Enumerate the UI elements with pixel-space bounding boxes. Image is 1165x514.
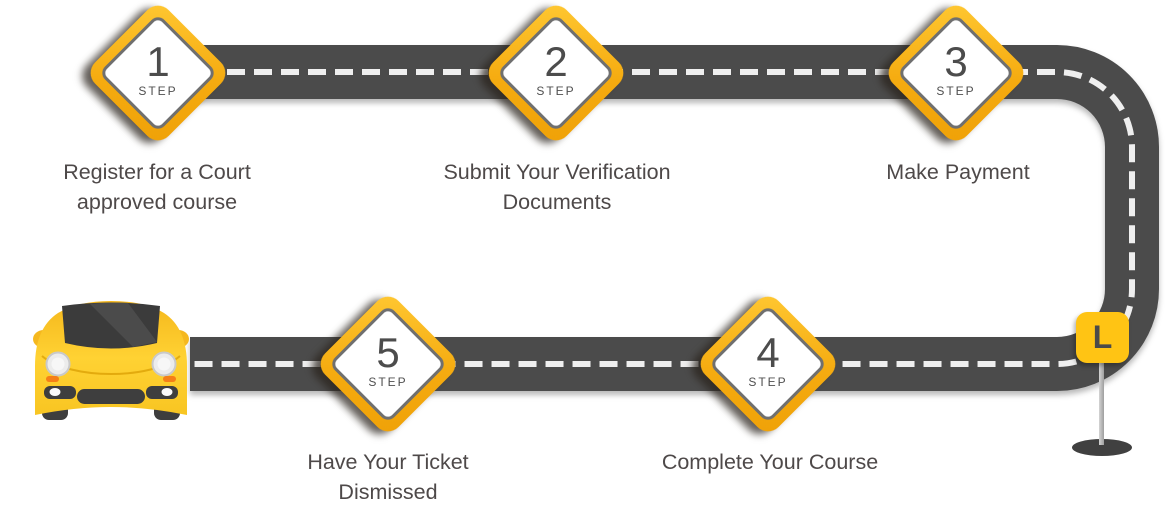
step-number: 3 <box>944 38 968 85</box>
pole-shadow <box>1072 439 1132 456</box>
step-label-3: Make Payment <box>788 157 1128 187</box>
step-word: STEP <box>138 84 178 98</box>
step-sign-5-text: 5 STEP <box>328 329 448 390</box>
step-label-line: Submit Your Verification <box>443 160 671 184</box>
step-label-line: Make Payment <box>886 160 1030 184</box>
step-label-5: Have Your Ticket Dismissed <box>218 447 558 507</box>
step-number: 5 <box>376 329 400 376</box>
l-plate-letter: L <box>1092 319 1113 355</box>
step-word: STEP <box>936 84 976 98</box>
step-number: 1 <box>146 38 170 85</box>
step-label-2: Submit Your Verification Documents <box>387 157 727 217</box>
step-label-4: Complete Your Course <box>600 447 940 477</box>
car-icon <box>33 301 189 420</box>
step-word: STEP <box>536 84 576 98</box>
step-label-line: approved course <box>76 190 238 214</box>
step-label-line: Dismissed <box>338 480 438 504</box>
step-sign-3-text: 3 STEP <box>896 38 1016 99</box>
sign-pole <box>1099 361 1104 445</box>
step-label-line: Complete Your Course <box>661 450 879 474</box>
step-label-1: Register for a Court approved course <box>0 157 327 217</box>
step-number: 2 <box>544 38 568 85</box>
step-label-line: Register for a Court <box>63 160 251 184</box>
step-label-line: Have Your Ticket <box>307 450 469 474</box>
step-label-line: Documents <box>502 190 612 214</box>
step-number: 4 <box>756 329 780 376</box>
step-sign-2-text: 2 STEP <box>496 38 616 99</box>
step-word: STEP <box>748 375 788 389</box>
step-sign-1-text: 1 STEP <box>98 38 218 99</box>
step-sign-4-text: 4 STEP <box>708 329 828 390</box>
l-plate-sign: L <box>1076 312 1129 363</box>
step-word: STEP <box>368 375 408 389</box>
